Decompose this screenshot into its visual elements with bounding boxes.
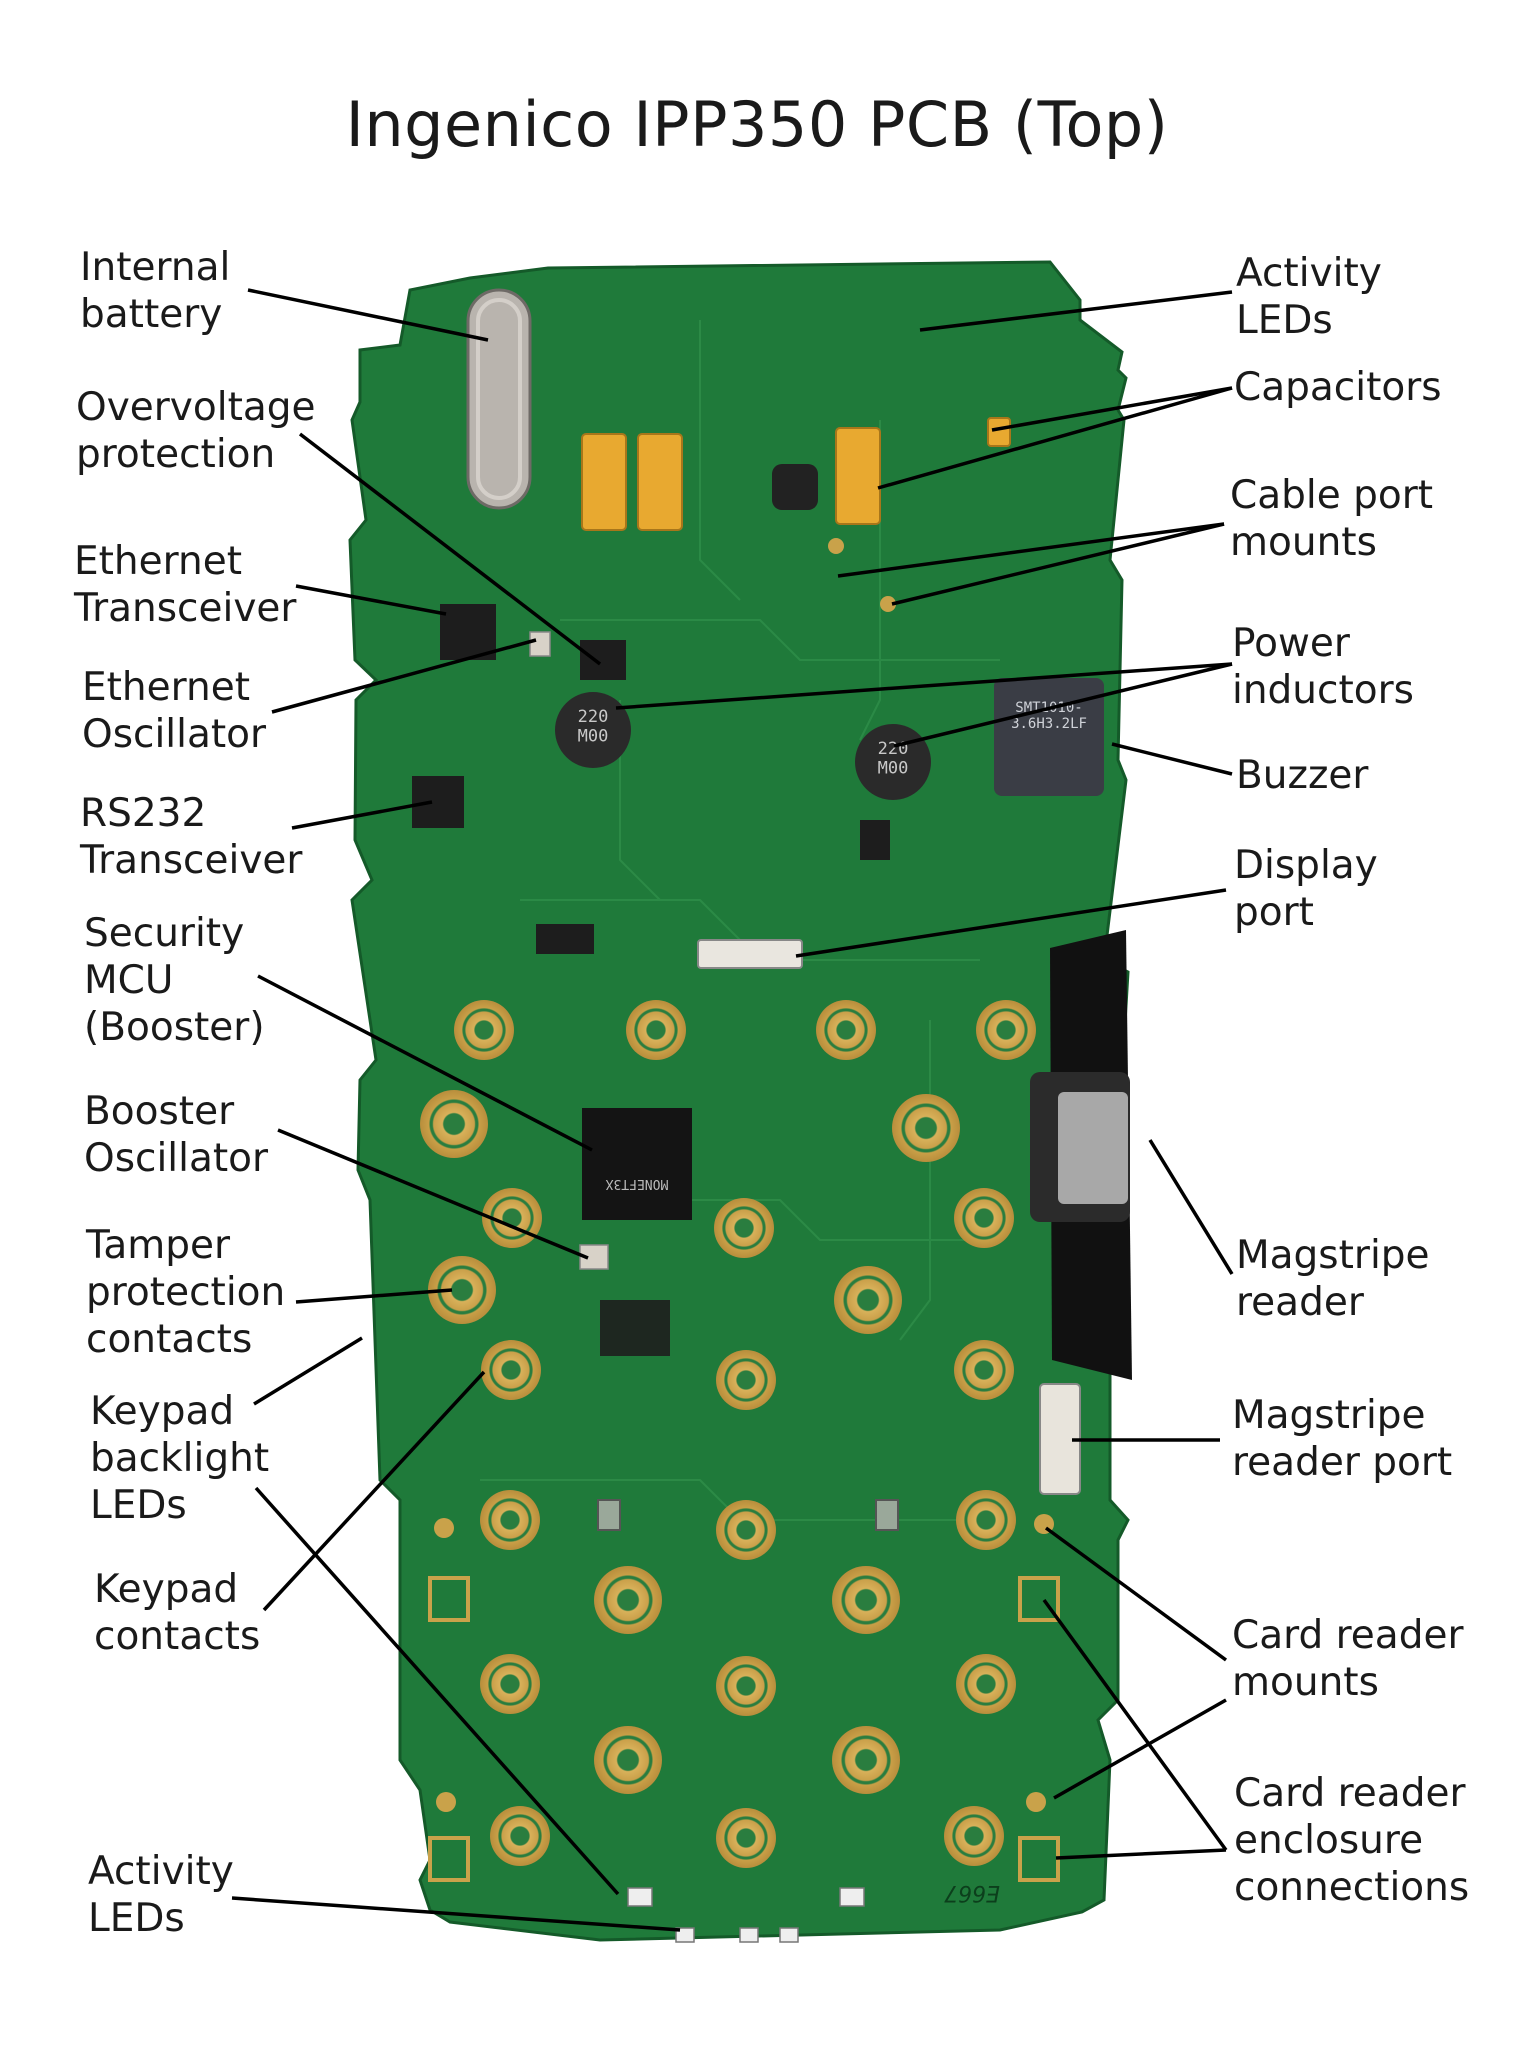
small-ic	[600, 1300, 670, 1356]
label-magstripe-reader-port: Magstripe reader port	[1232, 1393, 1453, 1485]
security-mcu: MONEFT3X	[582, 1108, 692, 1220]
label-overvoltage-protection: Overvoltage protection	[76, 385, 316, 477]
label-activity-leds-bottom: Activity LEDs	[88, 1849, 234, 1941]
leader-lines-right	[615, 290, 1234, 1860]
display-port	[697, 939, 803, 969]
label-buzzer: Buzzer	[1236, 753, 1369, 798]
label-magstripe-reader: Magstripe reader	[1236, 1233, 1430, 1325]
label-rs232-transceiver: RS232 Transceiver	[80, 791, 303, 883]
label-activity-leds-top: Activity LEDs	[1236, 251, 1382, 343]
label-security-mcu: Security MCU (Booster)	[84, 911, 265, 1050]
ethernet-oscillator	[529, 631, 551, 657]
label-display-port: Display port	[1234, 843, 1378, 935]
label-capacitors: Capacitors	[1234, 365, 1442, 410]
label-power-inductors: Power inductors	[1232, 621, 1414, 713]
mcu-marking: MONEFT3X	[606, 1176, 669, 1191]
internal-battery	[466, 288, 532, 510]
leader-lines-left	[231, 288, 681, 1932]
ic-chips	[412, 604, 890, 954]
label-booster-oscillator: Booster Oscillator	[84, 1089, 269, 1181]
keypad-backlight-leds	[597, 1499, 899, 1531]
coil-top	[772, 464, 818, 510]
activity-leds-bottom	[627, 1887, 865, 1943]
label-internal-battery: Internal battery	[80, 245, 231, 337]
page-title: Ingenico IPP350 PCB (Top)	[345, 88, 1169, 161]
label-cable-port-mounts: Cable port mounts	[1230, 473, 1434, 565]
label-tamper-protection-contacts: Tamper protection contacts	[86, 1223, 286, 1362]
label-keypad-backlight-leds: Keypad backlight LEDs	[90, 1389, 270, 1528]
magstripe-reader	[1030, 930, 1132, 1380]
label-card-reader-enclosure-connections: Card reader enclosure connections	[1234, 1771, 1470, 1910]
capacitors	[581, 417, 1011, 531]
label-card-reader-mounts: Card reader mounts	[1232, 1613, 1464, 1705]
buzzer: SMT1010-3.6H3.2LF	[994, 678, 1104, 796]
board-code: E667	[944, 1880, 1000, 1905]
label-keypad-contacts: Keypad contacts	[94, 1567, 261, 1659]
label-ethernet-oscillator: Ethernet Oscillator	[82, 665, 267, 757]
keypad-contacts	[420, 1000, 1036, 1868]
label-ethernet-transceiver: Ethernet Transceiver	[74, 539, 297, 631]
